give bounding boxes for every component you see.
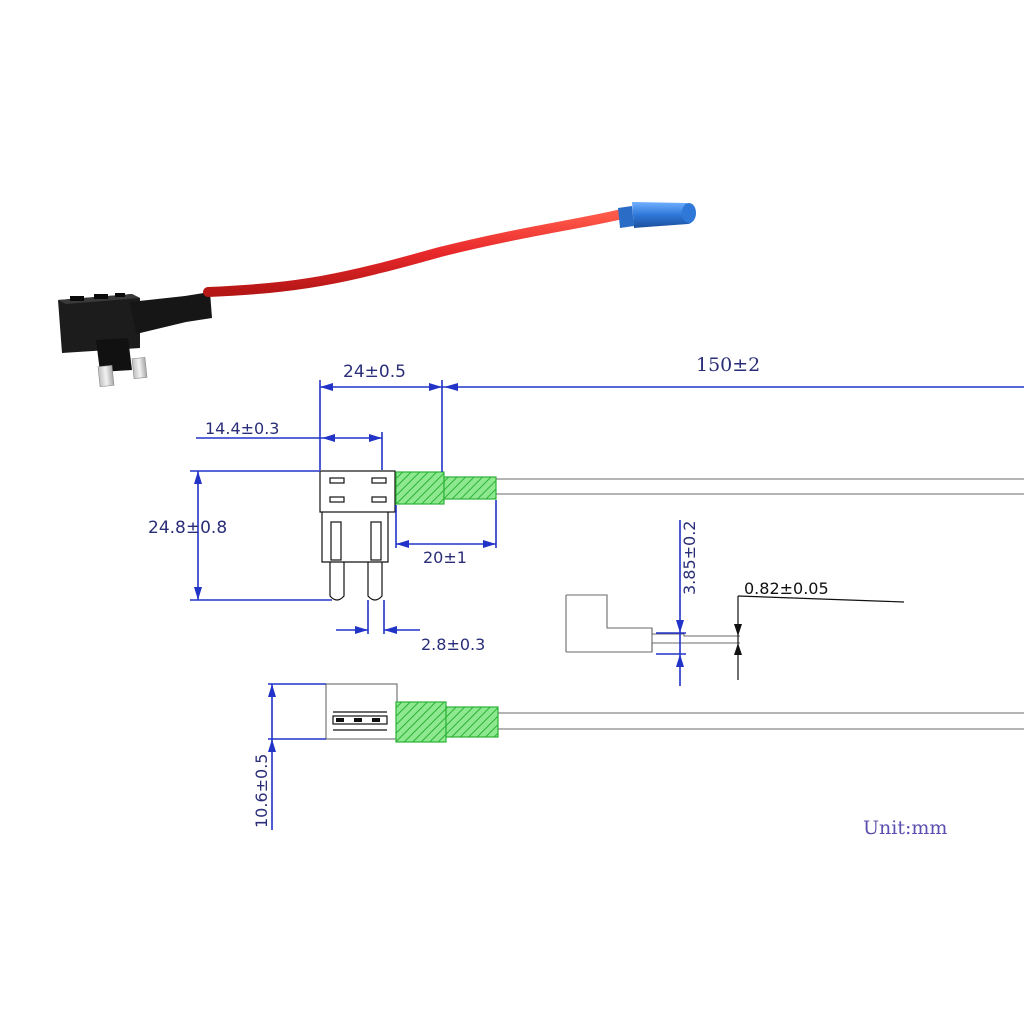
fuse-lower [321, 512, 389, 563]
red-wire [203, 209, 627, 297]
dim-blade-width: 2.8±0.3 [336, 600, 485, 654]
sleeve-narrow [443, 476, 497, 500]
side-sleeve-hatched [395, 701, 447, 743]
black-sleeve [130, 292, 212, 334]
dim-side-height-label: 10.6±0.5 [252, 754, 271, 828]
dim-height-label: 24.8±0.8 [148, 518, 227, 538]
dim-blade-thickness: 0.82±0.05 [734, 579, 905, 680]
dim-holder-width: 24±0.5 [319, 362, 443, 472]
dim-blade-depth-label: 3.85±0.2 [680, 521, 699, 595]
dim-holder-width-label: 24±0.5 [343, 362, 406, 382]
fuse-window [330, 521, 342, 561]
holder-outline [319, 470, 396, 513]
dim-fuse-width: 14.4±0.3 [196, 419, 383, 470]
fuse-holder-body [58, 293, 148, 388]
front-view-drawing: 150±2 24±0.5 14.4±0.3 24.8±0.8 [148, 354, 1024, 654]
slot [371, 496, 387, 503]
dim-wire-length-label: 150±2 [696, 354, 760, 376]
product-photo [58, 202, 696, 388]
blue-connector [618, 202, 696, 228]
fuse-side-outline [332, 715, 388, 725]
dim-sleeve-length: 20±1 [395, 500, 497, 567]
dim-side-height: 10.6±0.5 [252, 683, 326, 830]
slot [329, 477, 345, 484]
slot [329, 496, 345, 503]
dim-blade-depth: 3.85±0.2 [656, 520, 699, 686]
slot [371, 477, 387, 484]
dim-blade-width-label: 2.8±0.3 [421, 635, 485, 654]
fuse-window [370, 521, 382, 561]
blade-right [367, 562, 383, 601]
unit-label: Unit:mm [863, 817, 947, 839]
blade-left [329, 562, 345, 601]
dim-sleeve-length-label: 20±1 [423, 548, 467, 567]
blade-detail: 3.85±0.2 0.82±0.05 [565, 520, 905, 686]
side-sleeve-narrow [445, 706, 499, 738]
dim-wire-length: 150±2 [442, 354, 1024, 391]
side-view-drawing: 10.6±0.5 [252, 683, 1024, 830]
sleeve-hatched [395, 471, 445, 505]
dim-blade-thickness-label: 0.82±0.05 [744, 579, 829, 598]
dim-height: 24.8±0.8 [148, 470, 332, 601]
dim-fuse-width-label: 14.4±0.3 [205, 419, 279, 438]
